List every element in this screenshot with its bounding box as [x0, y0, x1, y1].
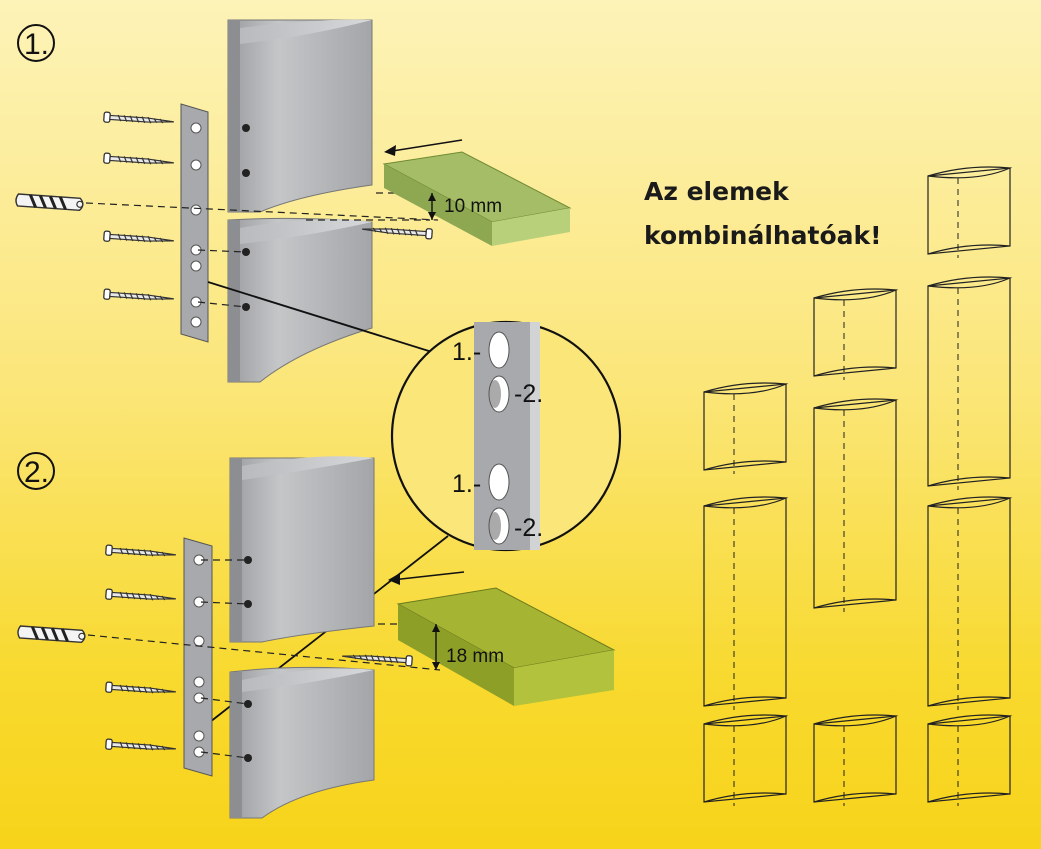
upper-cabinet-2	[229, 456, 375, 643]
dowel-step1	[14, 192, 85, 213]
connector-strip-1	[180, 103, 209, 343]
svg-text:-2.: -2.	[514, 514, 543, 542]
svg-text:10 mm: 10 mm	[444, 196, 502, 217]
svg-text:2.: 2.	[24, 456, 49, 489]
step1-label: 1.	[17, 24, 55, 62]
svg-text:1.: 1.	[24, 28, 49, 61]
dimension-thick: 18 mm	[432, 624, 504, 670]
svg-text:1.-: 1.-	[452, 338, 481, 366]
svg-text:18 mm: 18 mm	[446, 646, 504, 667]
shelf-thick	[396, 587, 616, 706]
headline-line2: kombinálhatóak!	[644, 221, 882, 250]
combination-headline: Az elemek kombinálhatóak!	[644, 177, 882, 250]
lower-cabinet-1	[227, 217, 373, 383]
dowel-step2	[16, 624, 87, 645]
insert-arrow-2	[388, 571, 465, 585]
shelf-thin	[382, 151, 572, 246]
headline-line1: Az elemek	[644, 177, 790, 206]
dimension-thin: 10 mm	[428, 193, 502, 220]
step2-label: 2.	[17, 452, 55, 490]
combination-column-3	[927, 166, 1011, 807]
svg-text:-2.: -2.	[514, 380, 543, 408]
lower-cabinet-2	[229, 666, 375, 819]
upper-cabinet-1	[227, 19, 373, 213]
connector-strip-2	[183, 537, 213, 777]
insert-arrow-1	[384, 139, 463, 156]
combination-column-1	[703, 382, 787, 807]
svg-text:1.-: 1.-	[452, 470, 481, 498]
hole-detail-callout: 1.- -2. 1.- -2.	[390, 320, 622, 552]
combination-column-2	[813, 288, 897, 807]
